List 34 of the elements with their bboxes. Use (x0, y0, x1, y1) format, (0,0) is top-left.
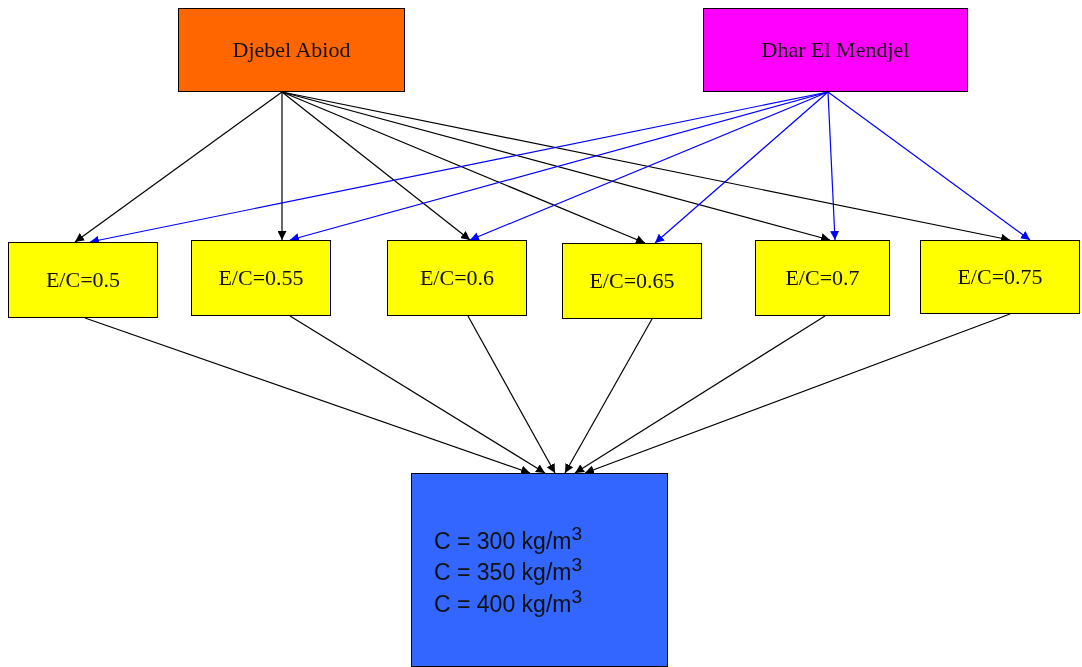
arrow (84, 317, 531, 475)
arrow (564, 318, 653, 474)
node-label: E/C=0.6 (419, 265, 495, 291)
node-label: E/C=0.65 (589, 268, 675, 294)
node-label: C = 350 kg/m$^{3}$ (434, 554, 583, 586)
arrow (467, 315, 556, 474)
arrow (584, 313, 1011, 475)
arrow (289, 315, 546, 474)
arrow (827, 91, 1031, 241)
arrow (827, 91, 840, 241)
node-label: Djebel Abiod (232, 37, 351, 63)
process-box (387, 240, 527, 316)
arrow (469, 91, 829, 241)
arrow (277, 91, 287, 241)
process-box (191, 240, 331, 316)
process-box (562, 243, 702, 319)
arrow (281, 91, 471, 241)
node-label: E/C=0.7 (785, 265, 860, 291)
node-label: E/C=0.55 (218, 265, 304, 291)
node-label: C = 400 kg/m$^{3}$ (434, 585, 583, 617)
process-box (755, 240, 890, 316)
arrow (654, 91, 829, 244)
process-box (920, 240, 1080, 314)
process-box (703, 8, 968, 92)
node-label: C = 300 kg/m$^{3}$ (434, 523, 583, 555)
node-label: E/C=0.75 (957, 264, 1043, 290)
process-box (178, 8, 405, 92)
arrow (574, 315, 826, 474)
result-box (411, 473, 668, 667)
node-label: E/C=0.5 (45, 267, 121, 293)
node-label: Dhar El Mendjel (761, 37, 910, 63)
arrow (74, 91, 283, 243)
process-box (8, 242, 158, 318)
arrow (281, 91, 646, 244)
